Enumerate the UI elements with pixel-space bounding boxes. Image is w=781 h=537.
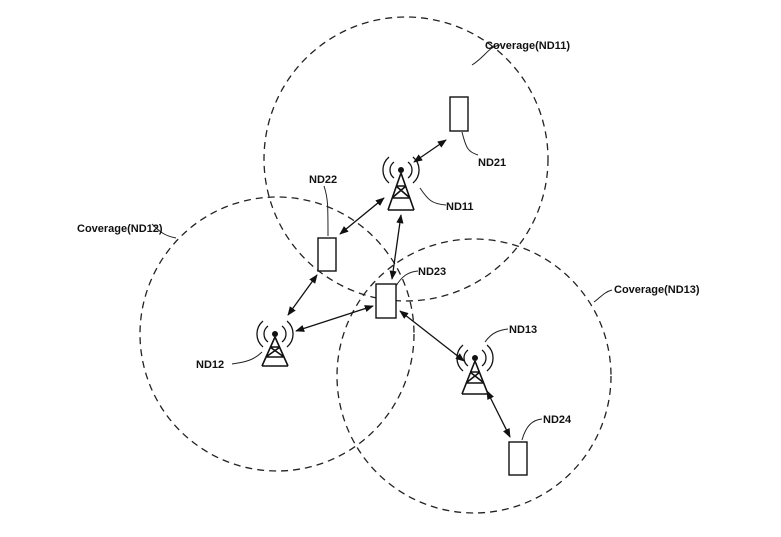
link-nd23-nd12 — [295, 305, 374, 332]
device-nd23 — [375, 283, 397, 319]
link-nd13-nd24 — [486, 390, 511, 438]
tower-nd11-icon — [382, 156, 420, 211]
tower-nd13-icon — [456, 344, 494, 395]
device-nd22 — [317, 237, 337, 272]
leader-nd24 — [521, 418, 543, 441]
leader-nd21 — [461, 131, 479, 156]
label-coverage-nd13: Coverage(ND13) — [614, 284, 700, 296]
tower-nd12-icon — [256, 320, 294, 367]
label-nd23: ND23 — [418, 266, 446, 278]
link-nd11-nd23 — [389, 214, 404, 280]
link-nd11-nd22 — [339, 197, 385, 235]
device-nd21 — [449, 96, 469, 132]
link-nd23-nd13 — [399, 310, 465, 362]
coverage-circle-nd11 — [263, 16, 549, 302]
label-nd22: ND22 — [309, 174, 337, 186]
leader-coverage-nd13 — [593, 289, 613, 303]
leader-nd22 — [323, 185, 329, 237]
label-nd11: ND11 — [446, 201, 474, 213]
leader-nd23 — [395, 270, 419, 287]
leader-nd13 — [484, 328, 509, 343]
link-nd22-nd12 — [287, 274, 318, 316]
coverage-circle-nd13 — [336, 238, 612, 514]
leader-nd12 — [231, 351, 263, 365]
label-nd13: ND13 — [509, 324, 537, 336]
device-nd24 — [508, 441, 528, 476]
link-nd21-nd11 — [413, 139, 447, 163]
label-coverage-nd11: Coverage(ND11) — [485, 40, 570, 52]
label-nd24: ND24 — [543, 414, 572, 426]
label-nd21: ND21 — [478, 157, 506, 169]
label-coverage-nd12: Coverage(ND12) — [77, 223, 163, 235]
label-nd12: ND12 — [196, 359, 224, 371]
leader-coverage-nd12 — [151, 223, 177, 239]
leader-coverage-nd11 — [471, 44, 501, 66]
leader-nd11 — [419, 187, 447, 206]
